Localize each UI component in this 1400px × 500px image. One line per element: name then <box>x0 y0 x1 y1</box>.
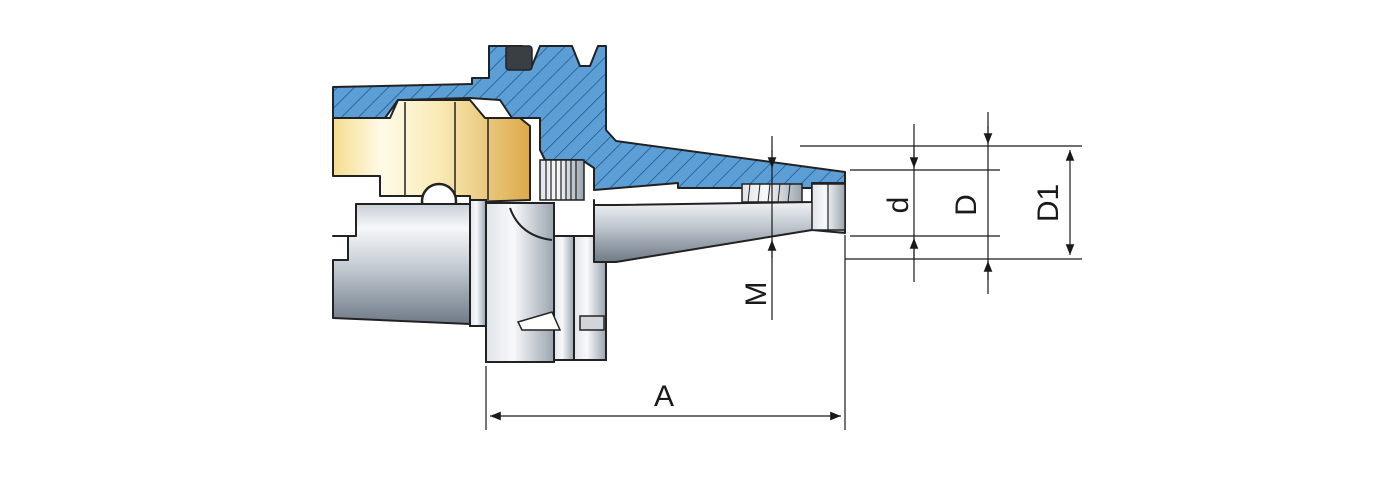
draw-bar-ridges <box>747 183 791 203</box>
dim-label-m: M <box>740 282 773 307</box>
dim-label-d: d <box>882 197 915 214</box>
dim-label-d1: D1 <box>1032 184 1065 222</box>
dim-label-a: A <box>654 380 674 413</box>
drive-slot <box>505 45 533 71</box>
tapered-nose <box>593 182 846 263</box>
clamping-bore <box>332 99 531 220</box>
flange <box>485 202 555 363</box>
notch <box>516 311 562 331</box>
bore-outer <box>332 99 531 203</box>
notch-2 <box>579 315 605 331</box>
shank <box>332 203 471 325</box>
body-exterior <box>332 182 846 363</box>
thread-ridges <box>545 160 577 200</box>
keyway-curve <box>509 207 553 241</box>
thread-insert <box>539 159 585 201</box>
dimension-lines <box>485 112 1082 430</box>
dim-label-big-d: D <box>950 194 983 216</box>
flange-ring <box>469 199 487 327</box>
flange-groove <box>553 235 575 361</box>
